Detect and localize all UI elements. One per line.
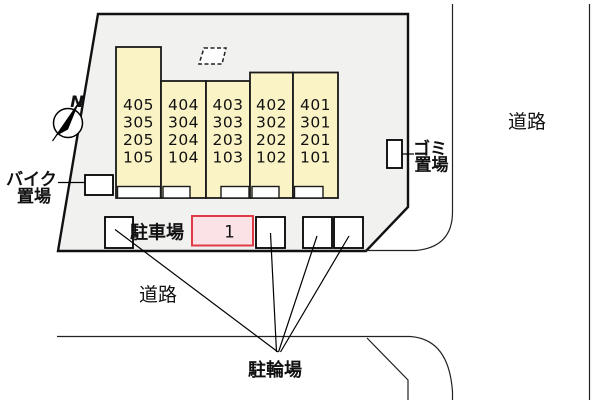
garbage-area: ゴミ 置場 bbox=[386, 139, 449, 176]
bike-parking-label-line1: バイク bbox=[6, 170, 57, 190]
building-column-5: 401 301 201 101 bbox=[292, 71, 339, 199]
room-number: 105 bbox=[123, 149, 154, 167]
garbage-label-line1: ゴミ bbox=[413, 139, 447, 160]
room-number: 102 bbox=[256, 149, 287, 167]
pointer-line-4 bbox=[279, 235, 350, 353]
room-number: 303 bbox=[212, 114, 243, 132]
bicycle-parking-label: 駐輪場 bbox=[248, 359, 302, 381]
room-number: 301 bbox=[300, 114, 331, 132]
entrance-box bbox=[162, 185, 191, 199]
compass-needle-icon bbox=[55, 100, 80, 137]
building: 405 305 205 105 404 304 204 104 403 303 … bbox=[115, 46, 339, 199]
room-number: 101 bbox=[300, 149, 331, 167]
room-number: 401 bbox=[300, 96, 331, 114]
parking-space-number: 1 bbox=[224, 223, 235, 242]
compass: N bbox=[52, 92, 84, 142]
road-lines bbox=[57, 4, 591, 400]
entrance-box bbox=[116, 185, 162, 199]
pointer-line-2 bbox=[269, 232, 278, 353]
room-number: 204 bbox=[168, 131, 199, 149]
entrance-box bbox=[220, 185, 250, 199]
garbage-label-line2: 置場 bbox=[415, 156, 449, 176]
entrance-box bbox=[251, 185, 280, 199]
bicycle-spot-4 bbox=[333, 216, 364, 249]
building-column-4: 402 302 202 102 bbox=[249, 71, 294, 199]
room-number: 203 bbox=[212, 131, 243, 149]
room-number: 404 bbox=[168, 96, 199, 114]
building-column-1: 405 305 205 105 bbox=[115, 46, 162, 199]
compass-north-label: N bbox=[70, 92, 84, 111]
road-label-right: 道路 bbox=[508, 111, 546, 133]
bike-parking-label-line2: 置場 bbox=[17, 187, 51, 207]
garbage-box bbox=[386, 139, 403, 169]
road-edge-bottom-south bbox=[57, 335, 454, 400]
corner-block-edge bbox=[366, 337, 409, 400]
dashed-structure-outline bbox=[197, 47, 227, 65]
room-number: 201 bbox=[300, 131, 331, 149]
bicycle-parking-callout: 駐輪場 bbox=[114, 229, 350, 381]
building-column-2: 404 304 204 104 bbox=[160, 80, 207, 199]
room-number: 104 bbox=[168, 149, 199, 167]
building-column-5-body bbox=[292, 71, 339, 199]
road-edge-right-west bbox=[365, 4, 454, 252]
pointer-line-3 bbox=[277, 235, 318, 353]
room-number: 304 bbox=[168, 114, 199, 132]
room-number: 402 bbox=[256, 96, 287, 114]
car-parking-label: 駐車場 bbox=[130, 222, 184, 244]
pointer-line-1 bbox=[114, 229, 279, 353]
parking-space-1-highlighted bbox=[191, 215, 254, 247]
room-number: 403 bbox=[212, 96, 243, 114]
bicycle-spot-3 bbox=[302, 216, 333, 249]
room-number: 205 bbox=[123, 131, 154, 149]
bike-parking-box bbox=[84, 174, 114, 196]
room-number: 302 bbox=[256, 114, 287, 132]
building-column-1-body bbox=[115, 46, 162, 199]
room-number: 103 bbox=[212, 149, 243, 167]
building-column-3: 403 303 203 103 bbox=[205, 80, 251, 199]
room-number: 305 bbox=[123, 114, 154, 132]
road-label-bottom: 道路 bbox=[139, 284, 177, 306]
bike-parking: バイク 置場 bbox=[6, 170, 114, 207]
room-number: 202 bbox=[256, 131, 287, 149]
room-number: 405 bbox=[123, 96, 154, 114]
entrance-box bbox=[293, 185, 324, 199]
